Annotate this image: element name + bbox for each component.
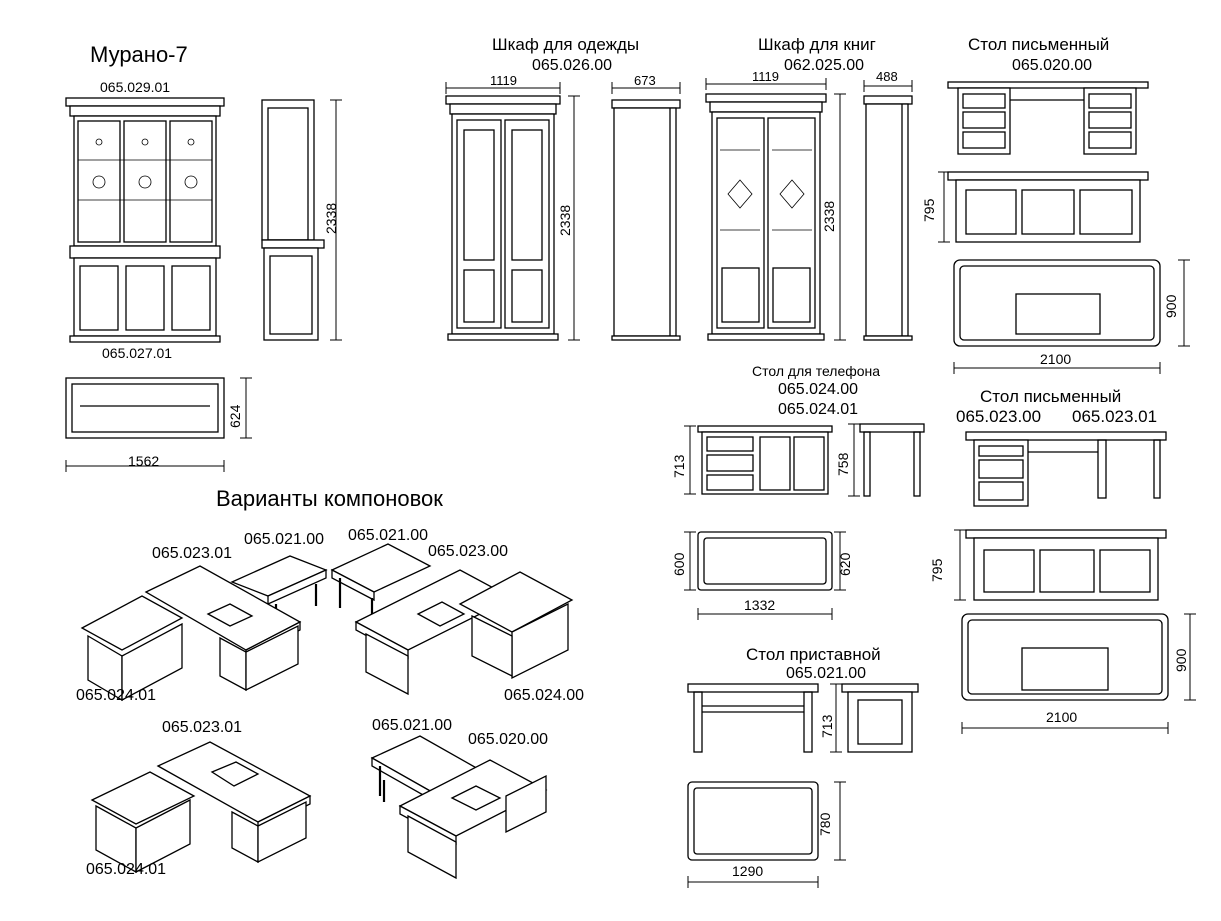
wardrobe-title: Шкаф для одежды <box>492 35 640 54</box>
layout-3-isometric <box>90 741 312 874</box>
desk-main-top-view <box>953 259 1190 374</box>
layout-4-isometric <box>370 735 548 880</box>
phone-table-depth-dimension: 600 <box>671 552 687 576</box>
layout-1-code-b: 065.021.00 <box>244 531 325 548</box>
wardrobe-height-dimension: 2338 <box>557 204 573 236</box>
desk-main-back-view <box>938 171 1149 243</box>
layout-3-code-b: 065.024.01 <box>86 861 167 878</box>
phone-table-front-view <box>684 425 833 495</box>
layout-1-code-c: 065.024.01 <box>76 687 157 704</box>
side-table-side-view <box>830 683 919 753</box>
bookcase-tall-side-view <box>261 99 342 341</box>
layout-2-code-b: 065.023.00 <box>428 543 509 560</box>
desk-main-height-dimension: 795 <box>921 198 937 222</box>
layout-1-isometric <box>80 555 328 702</box>
side-table-depth-dimension: 780 <box>817 812 833 836</box>
phone-table-code-b: 065.024.01 <box>778 401 859 418</box>
layout-4-code-a: 065.021.00 <box>372 717 453 734</box>
collection-title: Мурано-7 <box>90 42 188 67</box>
bookcase-tall-height-dimension: 2338 <box>323 202 339 234</box>
bookcase-height-dimension: 2338 <box>821 200 837 232</box>
side-table-top-view <box>687 781 846 888</box>
phone-table-side-height-dimension: 758 <box>835 452 851 476</box>
desk-second-height-dimension: 795 <box>929 558 945 582</box>
desk-second-code-a: 065.023.00 <box>956 407 1042 426</box>
side-table-front-view <box>687 683 819 753</box>
layout-3-code-a: 065.023.01 <box>162 719 243 736</box>
side-table-width-dimension: 1290 <box>732 863 764 879</box>
layout-4-code-b: 065.020.00 <box>468 731 549 748</box>
phone-table-top-view <box>684 531 846 620</box>
phone-table-width-dimension: 1332 <box>744 597 776 613</box>
phone-table-depth-b-dimension: 620 <box>837 552 853 576</box>
layout-2-code-a: 065.021.00 <box>348 527 429 544</box>
layout-1-code-a: 065.023.01 <box>152 545 233 562</box>
layout-2-code-c: 065.024.00 <box>504 687 585 704</box>
bookcase-code: 062.025.00 <box>784 57 865 74</box>
desk-second-back-view <box>954 529 1167 601</box>
wardrobe-code: 065.026.00 <box>532 57 613 74</box>
wardrobe-front-view <box>445 82 580 341</box>
wardrobe-depth-dimension: 673 <box>634 73 656 88</box>
desk-second-front-view <box>965 431 1167 507</box>
desk-main-front-view <box>947 81 1149 155</box>
phone-table-height-dimension: 713 <box>671 454 687 478</box>
desk-second-code-b: 065.023.01 <box>1072 407 1158 426</box>
desk-main-title: Стол письменный <box>968 35 1110 54</box>
side-table-title: Стол приставной <box>746 645 881 664</box>
bookcase-side-view <box>863 80 913 341</box>
desk-main-depth-dimension: 900 <box>1163 294 1179 318</box>
bookcase-tall-code-bottom: 065.027.01 <box>102 345 173 361</box>
bookcase-depth-dimension: 488 <box>876 69 898 84</box>
desk-second-top-view <box>961 613 1196 734</box>
wardrobe-side-view <box>611 82 681 341</box>
side-table-code: 065.021.00 <box>786 665 867 682</box>
bookcase-front-view <box>705 78 846 341</box>
desk-main-width-dimension: 2100 <box>1040 351 1072 367</box>
phone-table-code-a: 065.024.00 <box>778 381 859 398</box>
layouts-title: Варианты компоновок <box>216 486 443 511</box>
bookcase-tall-width-dimension: 1562 <box>128 453 160 469</box>
side-table-height-dimension: 713 <box>819 714 835 738</box>
bookcase-width-dimension: 1119 <box>752 69 779 84</box>
desk-second-title: Стол письменный <box>980 387 1122 406</box>
desk-second-width-dimension: 2100 <box>1046 709 1078 725</box>
bookcase-tall-code-top: 065.029.01 <box>100 79 171 95</box>
bookcase-tall-depth-dimension: 624 <box>227 404 243 428</box>
phone-table-title: Стол для телефона <box>752 363 881 379</box>
desk-second-depth-dimension: 900 <box>1173 648 1189 672</box>
wardrobe-width-dimension: 1119 <box>490 73 517 88</box>
phone-table-side-view <box>848 423 925 497</box>
bookcase-title: Шкаф для книг <box>758 35 876 54</box>
bookcase-tall-front-view <box>65 97 225 343</box>
desk-main-code: 065.020.00 <box>1012 57 1093 74</box>
layout-2-isometric <box>330 543 574 696</box>
bookcase-tall-top-view <box>65 377 252 472</box>
